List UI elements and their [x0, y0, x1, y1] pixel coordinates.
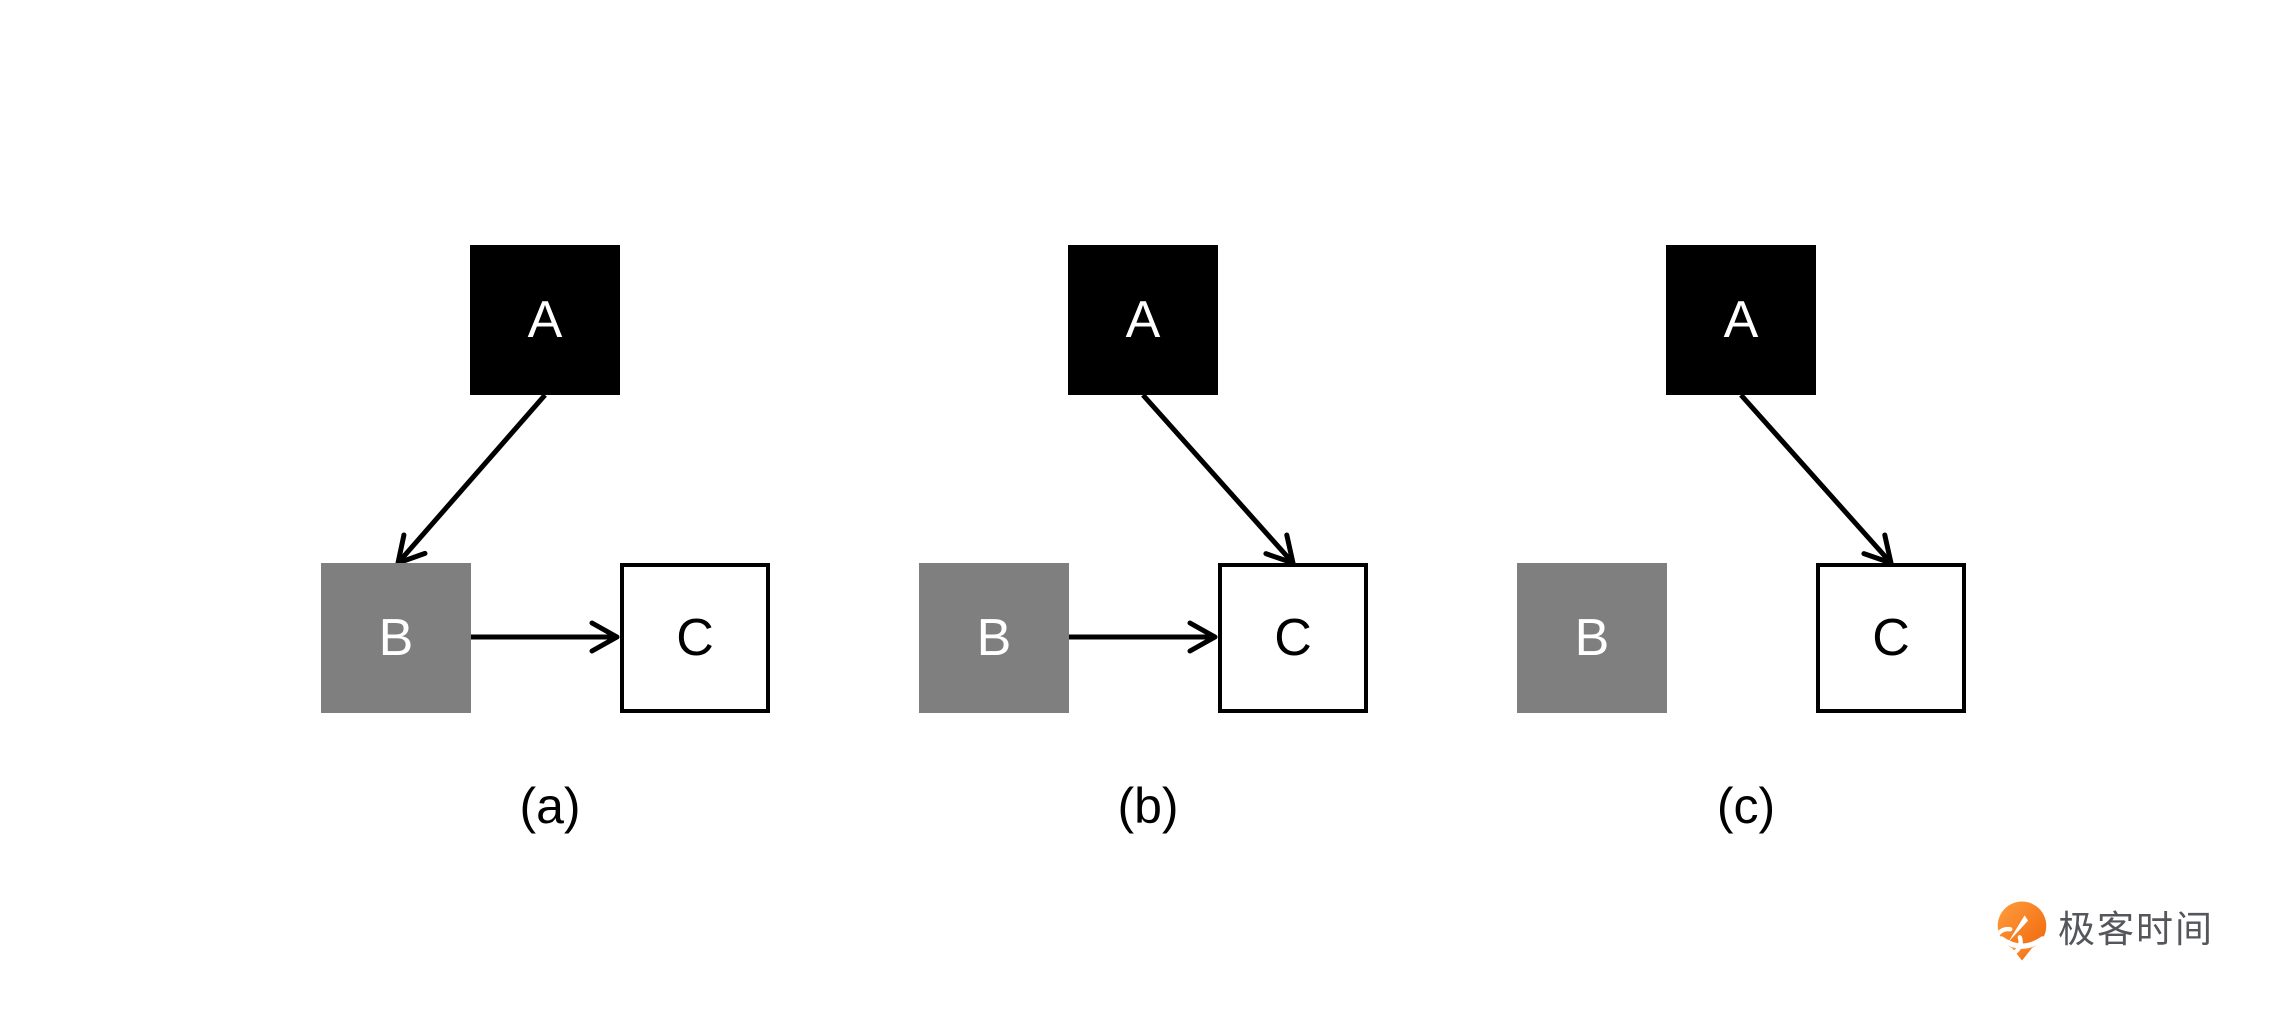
geektime-logo: 极客时间 — [1996, 899, 2214, 963]
diagram-b-edges — [1069, 393, 1296, 654]
node-a-black: A — [1666, 245, 1816, 395]
diagram-c-caption: (c) — [1716, 778, 1776, 834]
node-c-white: C — [1218, 563, 1368, 713]
node-a-black: A — [470, 245, 620, 395]
diagram-a-caption: (a) — [519, 778, 581, 834]
diagram-c: A B C (c) — [1517, 245, 1987, 865]
geektime-logo-icon — [1996, 901, 2047, 961]
geektime-logo-text: 极客时间 — [2058, 908, 2214, 950]
diagram-c-edges — [1739, 393, 1894, 566]
diagram-a-edges — [395, 393, 620, 654]
node-a-black: A — [1068, 245, 1218, 395]
node-b-gray: B — [1517, 563, 1667, 713]
node-b-gray: B — [919, 563, 1069, 713]
node-b-gray: B — [321, 563, 471, 713]
diagram-b: A B C (b) — [919, 245, 1389, 865]
arrow-a-to-c — [1141, 393, 1296, 566]
node-c-white: C — [620, 563, 770, 713]
arrow-a-to-c — [1739, 393, 1894, 566]
diagram-b-caption: (b) — [1117, 778, 1179, 834]
node-c-white: C — [1816, 563, 1966, 713]
arrow-a-to-b — [395, 393, 547, 566]
diagram-a: A B C (a) — [321, 245, 791, 865]
